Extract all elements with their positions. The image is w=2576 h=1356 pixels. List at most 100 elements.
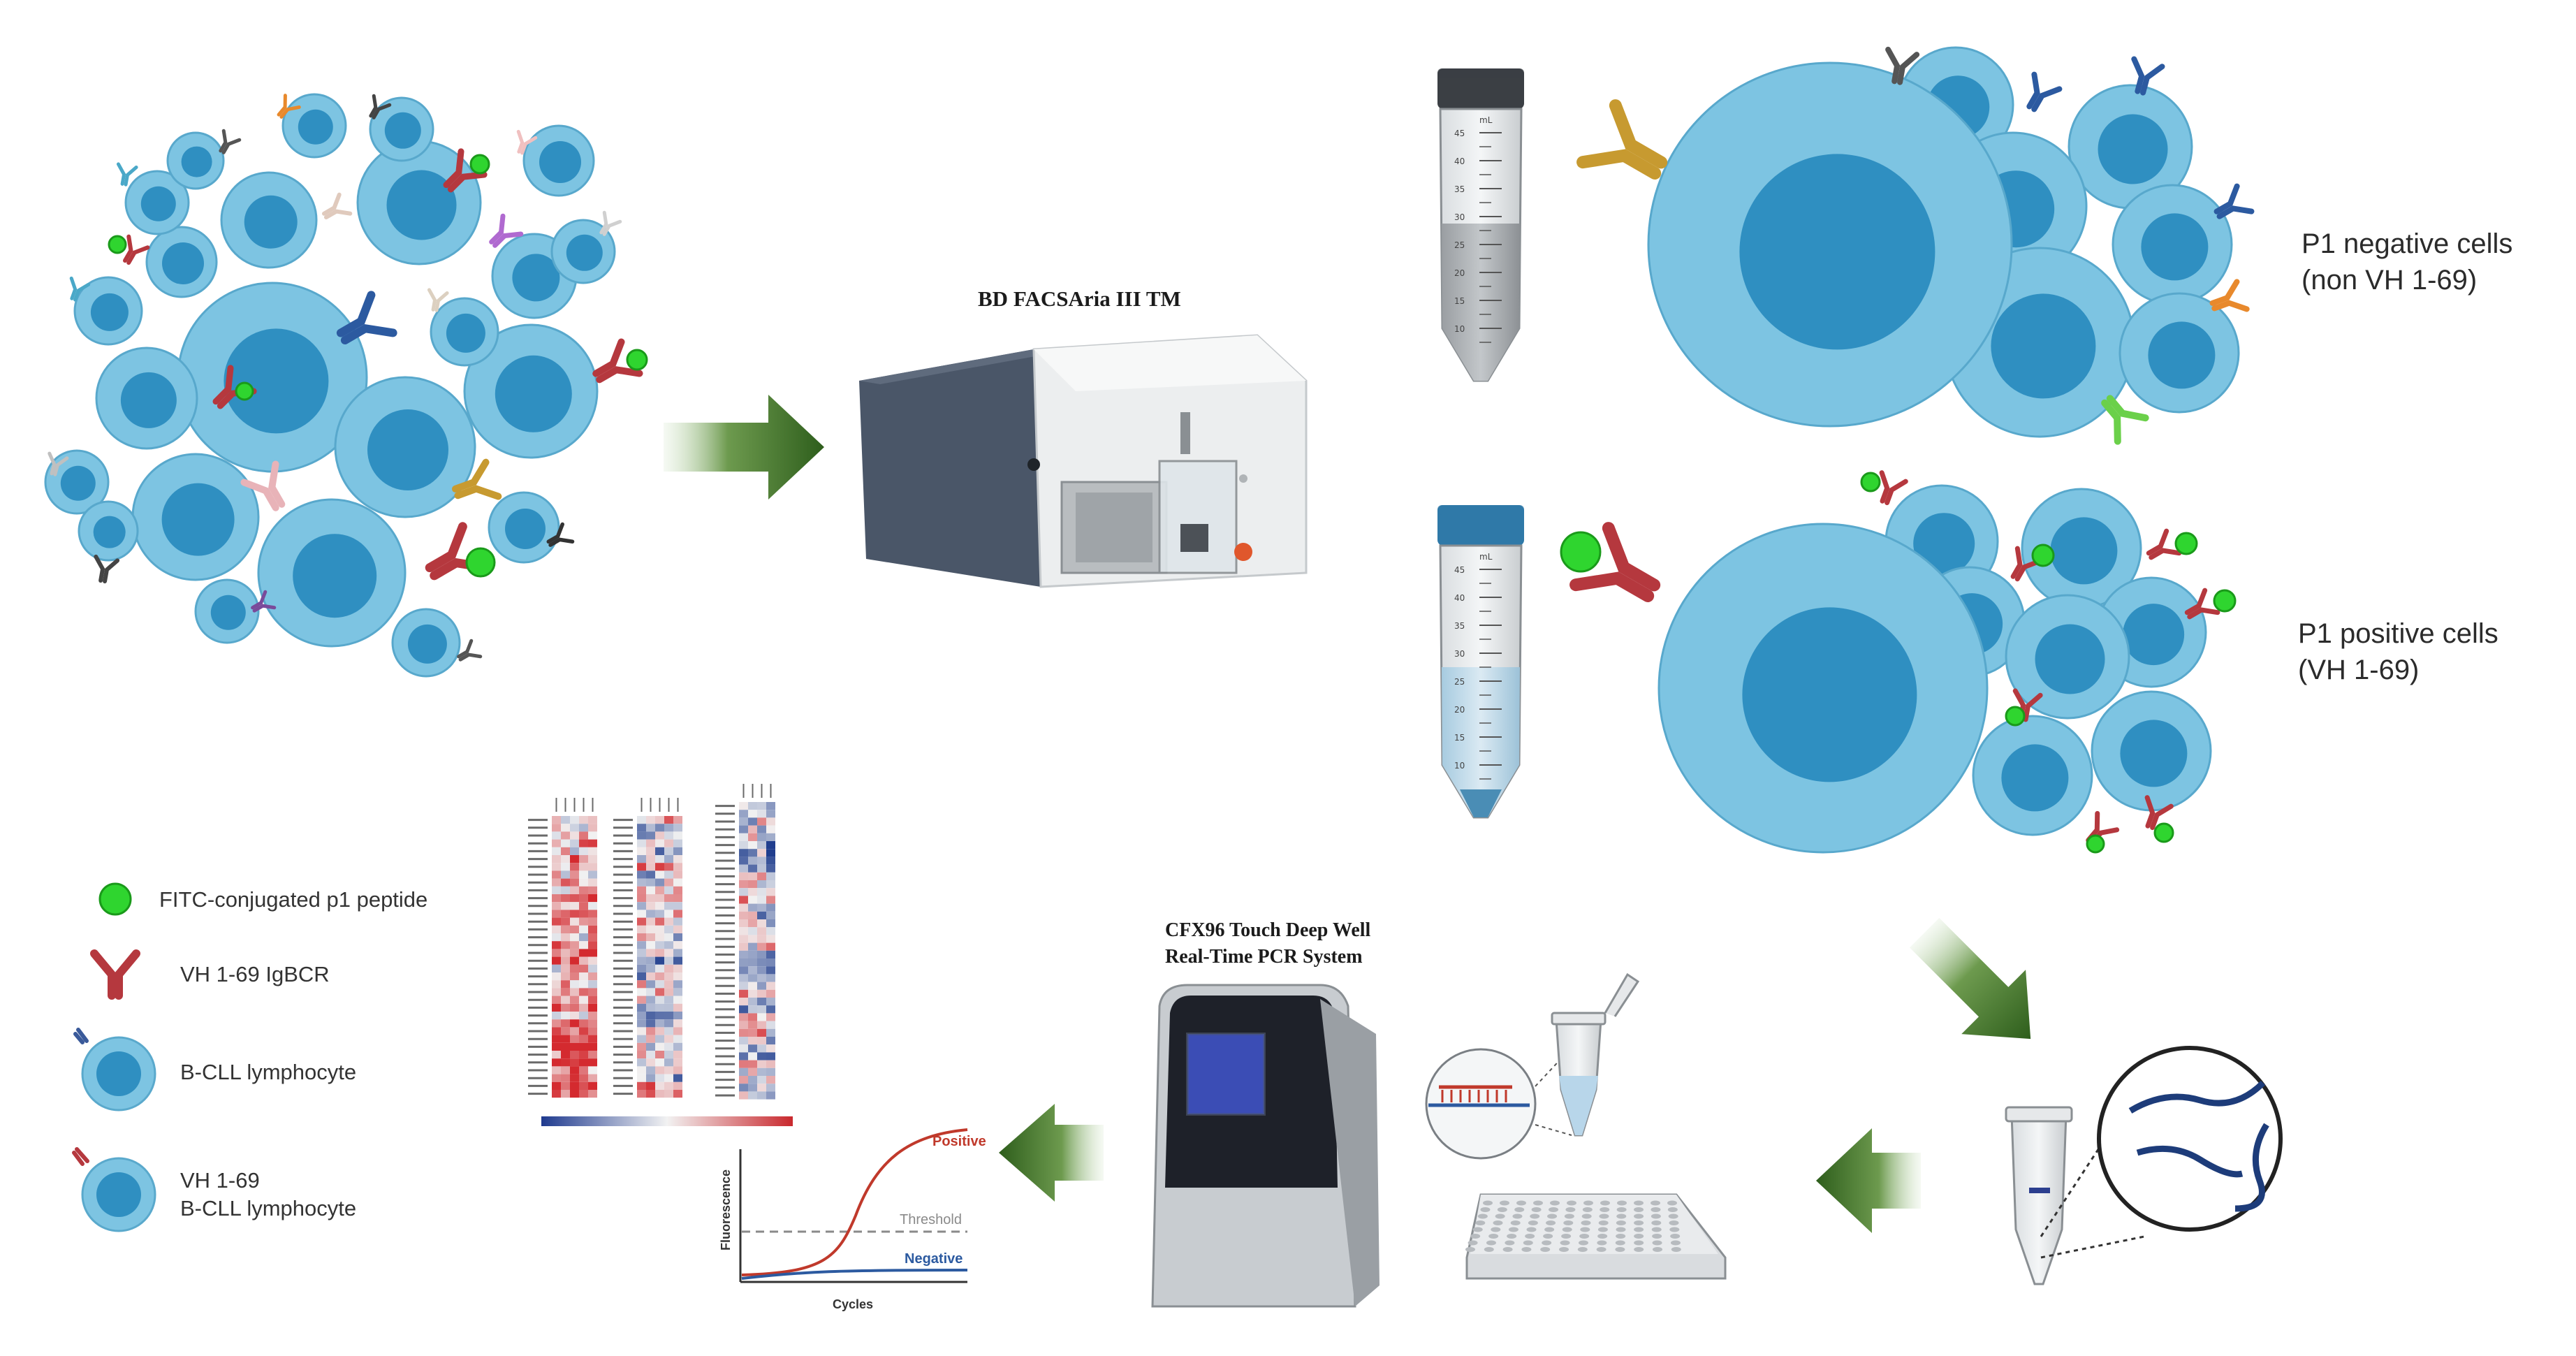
fitc-peptide-icon — [626, 349, 648, 371]
heatmap-color-scale — [541, 1116, 793, 1126]
tube-tick-label: 25 — [1454, 677, 1465, 687]
heatmap-panel-3 — [715, 784, 775, 1100]
antibody-icon — [2184, 588, 2220, 620]
fitc-peptide-icon — [2153, 822, 2174, 843]
antibody-icon — [123, 234, 150, 265]
antibody-icon — [69, 276, 91, 302]
antibody-icon — [1885, 46, 1920, 85]
positive-label-line1: P1 positive cells — [2298, 618, 2498, 649]
antibody-icon — [240, 460, 286, 511]
negative-curve-label: Negative — [905, 1251, 963, 1267]
tube-tick-label: 10 — [1454, 324, 1465, 334]
antibody-icon — [321, 192, 353, 219]
tube-tick-label: 45 — [1454, 129, 1465, 138]
legend-item-vh-line1: VH 1-69 — [180, 1168, 260, 1193]
x-axis-label: Cycles — [833, 1297, 873, 1311]
pos-cell — [1972, 715, 2093, 836]
fitc-peptide-icon — [235, 381, 254, 401]
lymphocyte-16 — [73, 276, 143, 346]
lymphocyte-12 — [369, 96, 434, 162]
cell-icon — [73, 1028, 156, 1111]
lymphocyte-22 — [550, 219, 616, 284]
antibody-icon — [592, 338, 643, 384]
pos-cell — [2005, 594, 2130, 720]
antibody-icon — [1576, 99, 1668, 180]
expression-heatmaps — [528, 784, 775, 1100]
large-neg-cell — [1647, 61, 2013, 428]
96-well-plate — [1465, 1193, 1727, 1280]
pcr-label-line1: CFX96 Touch Deep Well — [1165, 919, 1371, 941]
antibody-icon — [2213, 183, 2255, 219]
tube-tick-label: 35 — [1454, 184, 1465, 194]
tube-unit-label: mL — [1479, 115, 1493, 125]
arrow-to-rna — [1909, 917, 2031, 1040]
antibody-icon — [277, 94, 301, 119]
fitc-peptide-icon — [2086, 834, 2105, 854]
fitc-peptide-icon — [2174, 532, 2198, 555]
positive-label-line2: (VH 1-69) — [2298, 655, 2419, 685]
tube-tick-label: 30 — [1454, 649, 1465, 659]
lymphocyte-13 — [522, 124, 595, 197]
lymphocyte-6 — [356, 140, 482, 265]
lymphocyte-1 — [95, 347, 198, 450]
y-axis-label: Fluorescence — [719, 1169, 733, 1251]
legend: FITC-conjugated p1 peptide VH 1-69 IgBCR… — [72, 882, 427, 1232]
lymphocyte-11 — [281, 93, 347, 159]
antibody-icon — [443, 148, 488, 193]
pos-cell — [2021, 488, 2142, 609]
lymphocyte-18 — [78, 500, 139, 562]
negative-label-line2: (non VH 1-69) — [2301, 265, 2477, 296]
lymphocyte-19 — [194, 578, 260, 644]
tube-tick-label: 15 — [1454, 296, 1465, 306]
lymphocyte-9 — [124, 170, 190, 235]
pos-cell — [2091, 690, 2212, 812]
lymphocyte-20 — [391, 608, 461, 678]
antibody-icon — [2026, 71, 2063, 112]
lymphocyte-17 — [44, 449, 110, 515]
green-dot-icon — [98, 882, 132, 916]
neg-cell — [2068, 84, 2193, 210]
sorter-label: BD FACSAria III TM — [978, 286, 1181, 311]
tube-tick-label: 15 — [1454, 733, 1465, 743]
tube-tick-label: 40 — [1454, 156, 1465, 166]
rna-extraction-tube — [2005, 1046, 2283, 1285]
threshold-label: Threshold — [900, 1212, 962, 1227]
fitc-peptide-icon — [1560, 531, 1602, 573]
antibody-icon — [47, 451, 69, 476]
antibody-icon — [336, 291, 397, 344]
lymphocyte-3 — [463, 323, 599, 459]
legend-item-igbcr: VH 1-69 IgBCR — [180, 962, 330, 986]
lymphocyte-4 — [131, 453, 260, 581]
antibody-icon — [2144, 795, 2174, 831]
antibody-icon — [116, 162, 138, 187]
p1-negative-cell-cluster — [1576, 46, 2255, 445]
qpcr-amplification-plot: Positive Threshold Negative Cycles Fluor… — [719, 1128, 986, 1311]
heatmap-panel-1 — [528, 798, 597, 1098]
antibody-icon — [546, 522, 575, 547]
antibody-icon — [2101, 395, 2149, 445]
tube-tick-label: 20 — [1454, 268, 1465, 278]
arrow-to-results — [999, 1104, 1104, 1202]
lymphocyte-8 — [145, 226, 218, 298]
tube-unit-label: mL — [1479, 552, 1493, 562]
tube-tick-label: 45 — [1454, 565, 1465, 575]
antibody-icon — [427, 288, 449, 312]
antibody-icon — [2010, 546, 2042, 582]
antibody-icon — [1879, 470, 1908, 506]
fitc-peptide-icon — [469, 154, 490, 175]
cell-with-bcr-icon — [72, 1147, 156, 1232]
arrow-to-sorter — [664, 395, 824, 500]
legend-item-vh-line2: B-CLL lymphocyte — [180, 1196, 356, 1220]
lymphocyte-15 — [430, 297, 499, 367]
legend-item-fitc: FITC-conjugated p1 peptide — [159, 887, 427, 912]
antibody-icon — [1569, 522, 1661, 602]
antibody-icon — [90, 949, 140, 1000]
legend-item-bcll: B-CLL lymphocyte — [180, 1060, 356, 1084]
fitc-peptide-icon — [2213, 589, 2237, 613]
fitc-peptide-icon — [465, 547, 496, 578]
lymphocyte-10 — [166, 131, 225, 190]
arrow-to-pcr — [1816, 1128, 1921, 1233]
